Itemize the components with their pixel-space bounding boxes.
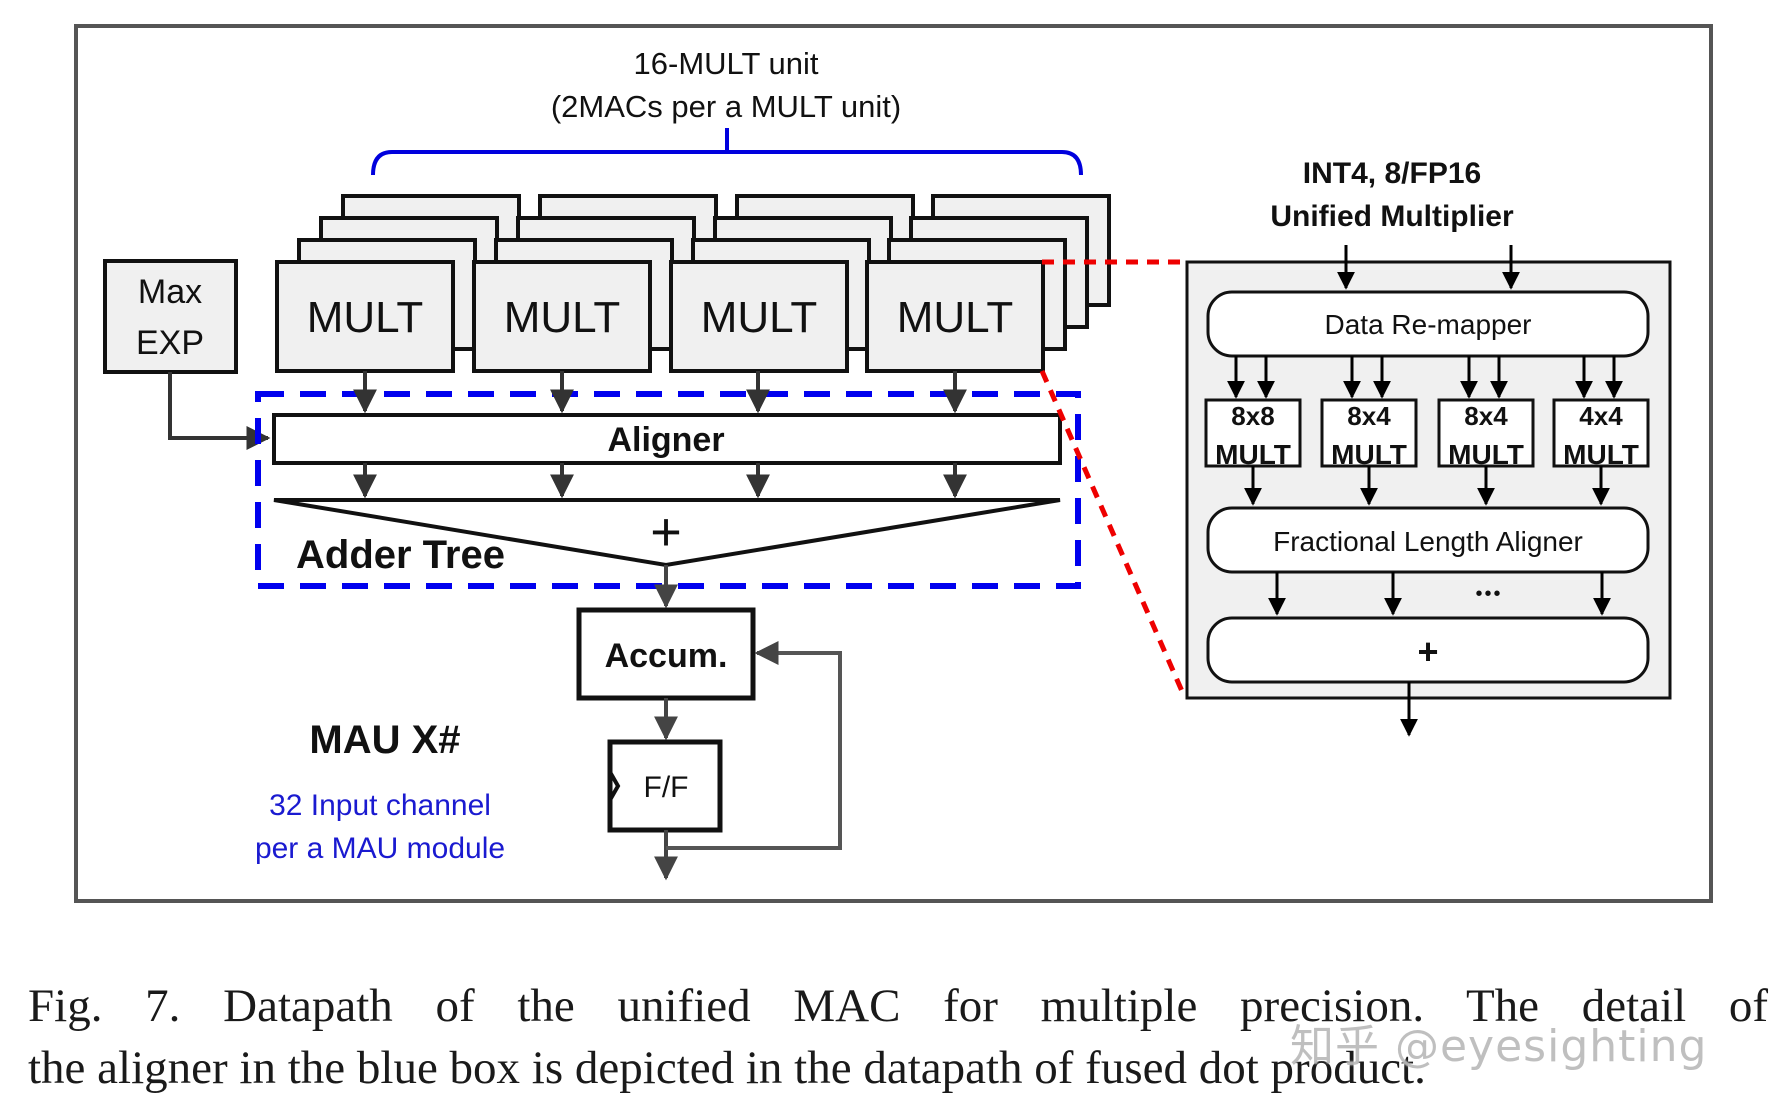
fractional-length-aligner-label: Fractional Length Aligner [1273, 526, 1583, 557]
mult-label: MULT [897, 293, 1014, 342]
aligner-to-adder-arrows [353, 463, 967, 499]
max-exp-label-line2: EXP [136, 324, 204, 362]
aligner-label: Aligner [607, 421, 724, 459]
detail-title-line1: INT4, 8/FP16 [1303, 157, 1481, 190]
sub-mult-label: MULT [1448, 439, 1524, 470]
mau-description-line2: per a MAU module [255, 832, 505, 865]
sub-mult-label: MULT [1563, 439, 1639, 470]
adder-tree-label: Adder Tree [296, 533, 505, 577]
clock-input-icon [608, 771, 621, 801]
ellipsis-icon: ••• [1475, 583, 1502, 605]
detail-title-line2: Unified Multiplier [1270, 200, 1514, 233]
mult-unit-sublabel: (2MACs per a MULT unit) [551, 89, 901, 124]
max-exp-to-aligner-arrow [168, 372, 271, 450]
figure-caption: Fig. 7. Datapath of the unified MAC for … [28, 975, 1768, 1099]
sub-mult-label: MULT [1215, 439, 1291, 470]
data-remapper-label: Data Re-mapper [1325, 309, 1532, 340]
mau-description-line1: 32 Input channel [269, 789, 491, 822]
max-exp-box [103, 259, 238, 374]
flip-flop-label: F/F [644, 771, 689, 804]
mult-label: MULT [504, 293, 621, 342]
accumulator-label: Accum. [605, 637, 728, 675]
adder-tree-shape [273, 498, 1061, 568]
sub-mult-box [1552, 398, 1650, 468]
sub-mult-size: 8x4 [1347, 401, 1391, 431]
mult-label: MULT [307, 293, 424, 342]
mult-group-brace [371, 128, 1083, 176]
mult-box [472, 260, 652, 373]
caption-line-2: the aligner in the blue box is depicted … [28, 1042, 1426, 1094]
sum-label: + [1417, 631, 1438, 672]
mult-label: MULT [701, 293, 818, 342]
sub-mult-size: 4x4 [1579, 401, 1623, 431]
mult-box [275, 260, 455, 373]
sub-mult-size: 8x4 [1464, 401, 1508, 431]
mult-stacks: MULT MULT MULT MULT [275, 194, 1111, 373]
aligner-box [272, 413, 1062, 465]
max-exp-label-line1: Max [138, 273, 202, 311]
flip-flop-box [607, 739, 723, 833]
fractional-length-aligner-box [1206, 506, 1650, 574]
sub-mult-label: MULT [1331, 439, 1407, 470]
mau-title: MAU X# [309, 718, 460, 762]
feedback-loop-arrow [666, 641, 842, 850]
sum-box [1206, 616, 1650, 684]
data-remapper-box [1206, 290, 1650, 358]
mac-datapath-diagram: 16-MULT unit (2MACs per a MULT unit) MUL… [74, 24, 1713, 903]
adder-tree-plus: + [650, 502, 682, 562]
mult-to-aligner-arrows [353, 371, 967, 414]
zoom-connector-bottom [1039, 369, 1188, 700]
mult-unit-label: 16-MULT unit [634, 46, 819, 81]
mult-box [865, 260, 1045, 373]
sub-mult-size: 8x8 [1231, 401, 1274, 431]
caption-line-1: Fig. 7. Datapath of the unified MAC for … [28, 980, 1768, 1032]
